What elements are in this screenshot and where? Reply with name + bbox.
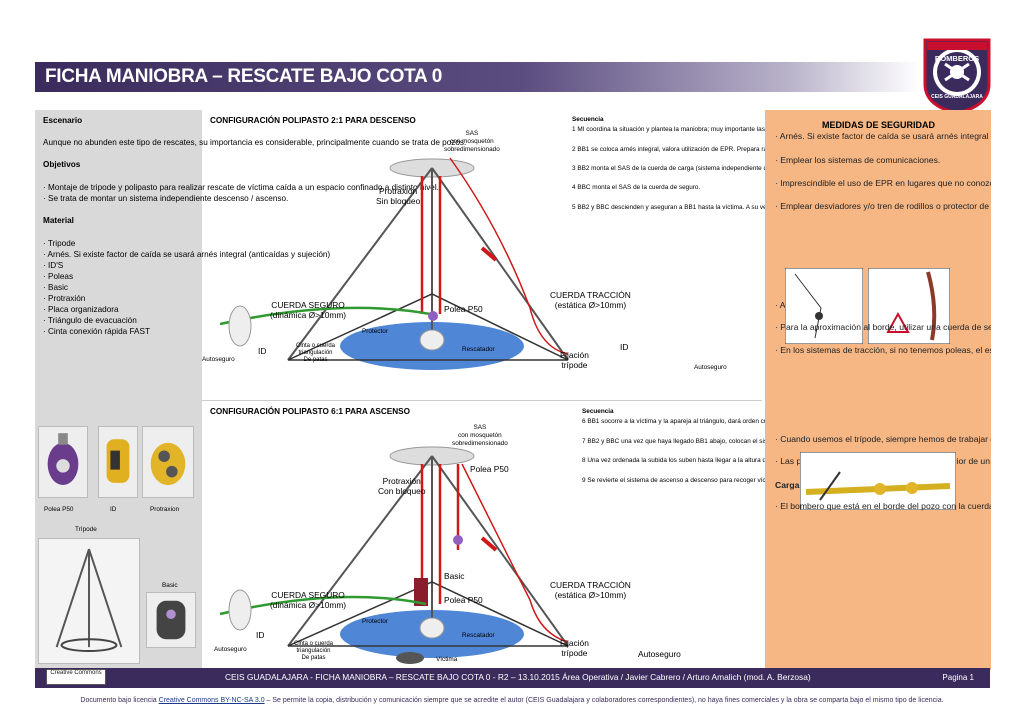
- diagram2-fijacion: Fijación trípode: [560, 638, 589, 658]
- bomberos-badge-icon: BOMBEROS CEIS GUADALAJARA: [923, 38, 991, 114]
- diagram1-cuerda-seguro: CUERDA SEGURO (dinámica Ø>10mm): [270, 300, 347, 320]
- diagram1-cinta: Cinta o cuerda triangulación De patas: [296, 343, 336, 363]
- diagram1-fijacion: Fijación trípode: [560, 350, 589, 370]
- diagram2-protector: Protector: [362, 618, 388, 625]
- id-descender-photo: [98, 426, 138, 498]
- material-item: · Basic: [43, 283, 69, 292]
- secuencia1-step: 3 BB2 monta el SAS de la cuerda de carga…: [572, 165, 821, 172]
- medida-item: · En los sistemas de tracción, si no ten…: [775, 345, 991, 355]
- material-item: · Cinta conexión rápida FAST: [43, 327, 150, 336]
- page-title: FICHA MANIOBRA – RESCATE BAJO COTA 0: [45, 66, 443, 87]
- objetivo-1: · Montaje de tripode y polipasto para re…: [43, 183, 439, 192]
- medida-item: · Cuando usemos el trípode, siempre hemo…: [775, 434, 991, 444]
- medida-item: · Atención a los puntos de anclaje, triá…: [775, 300, 785, 310]
- hazard-illustration: [868, 268, 950, 344]
- photo-label-tripode: Trípode: [75, 526, 97, 533]
- secuencia2-step: 9 Se revierte el sistema de ascenso a de…: [582, 477, 778, 484]
- diagram1-protraxion: Protraxión Sin bloqueo: [376, 186, 421, 206]
- photo-label-basic: Basic: [162, 582, 178, 589]
- diagram2-cuerda-seguro: CUERDA SEGURO (dinámica Ø>10mm): [270, 590, 347, 610]
- tripod-photo: [38, 538, 140, 664]
- secuencia1-step: 1 MI coordina la situación y plantea la …: [572, 126, 815, 133]
- material-item: · Placa organizadora: [43, 305, 119, 314]
- protraxion-photo: [142, 426, 194, 498]
- diagram1-polea: Polea P50: [444, 304, 483, 314]
- license-text: Documento bajo licencia Creative Commons…: [0, 697, 1024, 704]
- diagram2-protraxion: Protraxión Con bloqueo: [378, 476, 426, 496]
- medida-item: · Arnés. Si existe factor de caída se us…: [775, 131, 991, 141]
- pulley-p50-photo: [38, 426, 88, 498]
- escenario-heading: Escenario: [43, 116, 83, 125]
- objetivos-heading: Objetivos: [43, 160, 81, 169]
- title-bar: FICHA MANIOBRA – RESCATE BAJO COTA 0: [35, 62, 920, 92]
- photo-label-id: ID: [110, 506, 117, 513]
- diagram2-polea-mid: Polea P50: [444, 595, 483, 605]
- diagram2-polea-top: Polea P50: [470, 464, 509, 474]
- secuencia1-step: 2 BB1 se coloca arnés integral, valora u…: [572, 146, 922, 153]
- diagram1-rescatador: Rescatador: [462, 346, 495, 353]
- diagram2-cuerda-traccion: CUERDA TRACCIÓN (estática Ø>10mm): [550, 580, 631, 600]
- objetivo-2: · Se trata de montar un sistema independ…: [43, 194, 289, 203]
- diagram1-sas: SAS con mosquetón sobredimensionado: [444, 130, 500, 153]
- diagram-descenso: [219, 157, 569, 370]
- diagram2-sas: SAS con mosquetón sobredimensionado: [452, 424, 508, 447]
- diagram1-id-right: ID: [620, 342, 629, 352]
- diagram1-id-left: ID: [258, 346, 267, 356]
- diagram1-title: CONFIGURACIÓN POLIPASTO 2:1 PARA DESCENS…: [210, 116, 416, 125]
- medida-item: · Emplear los sistemas de comunicaciones…: [775, 155, 941, 165]
- diagram1-autoseguro-right: Autoseguro: [694, 364, 727, 371]
- material-item: · Poleas: [43, 272, 74, 281]
- material-item: · Protraxión: [43, 294, 86, 303]
- svg-text:CEIS GUADALAJARA: CEIS GUADALAJARA: [931, 94, 983, 100]
- diagram2-autoseguro-left: Autoseguro: [214, 646, 247, 653]
- license-post: – Se permite la copia, distribución y co…: [264, 697, 944, 704]
- escenario-text: Aunque no abunden este tipo de rescates,…: [43, 138, 467, 147]
- material-item: · Tripode: [43, 239, 76, 248]
- material-item: · ID'S: [43, 261, 64, 270]
- section-divider: [202, 400, 762, 401]
- medida-item: · Para la aproximación al borde, utiliza…: [775, 322, 991, 332]
- secuencia2-step: 6 BB1 socorre a la víctima y la apareja …: [582, 418, 862, 425]
- page-number: Pagina 1: [942, 673, 974, 682]
- basic-photo: [146, 592, 196, 648]
- material-heading: Material: [43, 216, 74, 225]
- diagram2-rescatador: Rescatador: [462, 632, 495, 639]
- material-item: · Arnés. Si existe factor de caída se us…: [43, 250, 331, 259]
- cc-logo: Creative Commons: [46, 669, 106, 685]
- photo-label-protraxion: Protraxion: [150, 506, 180, 513]
- medida-carga: Carga: [775, 480, 800, 490]
- license-pre: Documento bajo licencia: [80, 697, 159, 704]
- diagram2-autoseguro-right: Autoseguro: [638, 649, 681, 659]
- medida-item: · Imprescindible el uso de EPR en lugare…: [775, 178, 991, 188]
- diagram2-victima: Víctima: [436, 656, 458, 663]
- diagram1-protector: Protector: [362, 328, 388, 335]
- secuencia2-step: 7 BB2 y BBC una vez que haya llegado BB1…: [582, 438, 936, 445]
- diagram2-id-left: ID: [256, 630, 265, 640]
- secuencia1-heading: Secuencia: [572, 116, 604, 123]
- diagram2-cinta: Cinta o cuerda triangulación De patas: [294, 641, 334, 661]
- safety-panel: [765, 110, 991, 670]
- footer-bar: CEIS GUADALAJARA - FICHA MANIOBRA – RESC…: [35, 668, 990, 688]
- load-line-illustration: [800, 452, 956, 510]
- diagram1-autoseguro-left: Autoseguro: [202, 356, 235, 363]
- diagram2-title: CONFIGURACIÓN POLIPASTO 6:1 PARA ASCENSO: [210, 407, 411, 416]
- license-link[interactable]: Creative Commons BY-NC-SA 3.0: [158, 697, 265, 704]
- medida-item: · Emplear desviadores y/o tren de rodill…: [775, 201, 991, 211]
- diagram1-cuerda-traccion: CUERDA TRACCIÓN (estática Ø>10mm): [550, 290, 631, 310]
- footer-text: CEIS GUADALAJARA - FICHA MANIOBRA – RESC…: [225, 672, 811, 682]
- secuencia2-step: 8 Una vez ordenada la subida los suben h…: [582, 457, 793, 464]
- medida-item: · El bombero que está en el borde del po…: [775, 501, 991, 511]
- photo-label-polea: Polea P50: [44, 506, 74, 513]
- svg-text:BOMBEROS: BOMBEROS: [935, 54, 979, 63]
- secuencia2-heading: Secuencia: [582, 408, 614, 415]
- secuencia1-step: 4 BBC monta el SAS de la cuerda de segur…: [572, 184, 701, 191]
- well-edge-illustration: [785, 268, 863, 344]
- material-item: · Triángulo de evacuación: [43, 316, 137, 325]
- medidas-heading: MEDIDAS DE SEGURIDAD: [822, 120, 936, 130]
- diagram-ascenso: [219, 446, 569, 664]
- diagram2-basic: Basic: [444, 571, 465, 581]
